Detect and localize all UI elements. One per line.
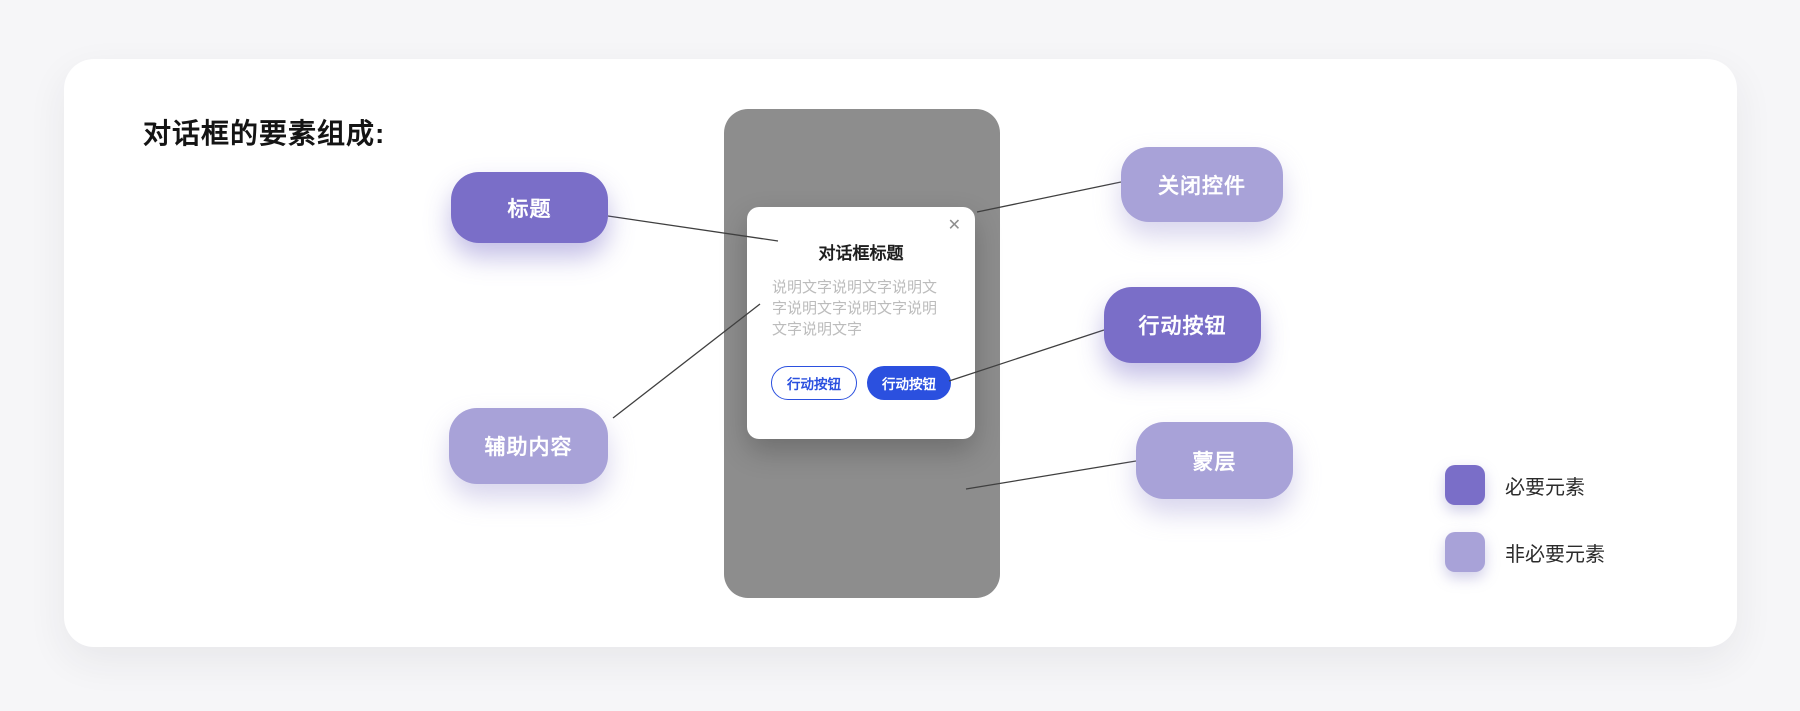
callout-title-label: 标题: [507, 197, 552, 221]
dialog-button-row: 行动按钮 行动按钮: [747, 366, 975, 400]
dialog-description: 说明文字说明文字说明文字说明文字说明文字说明文字说明文字: [772, 279, 938, 338]
legend-required-label: 必要元素: [1505, 476, 1585, 499]
callout-action-button: 行动按钮: [1104, 287, 1261, 363]
close-icon[interactable]: ✕: [947, 217, 961, 234]
required-swatch: [1445, 465, 1485, 505]
optional-swatch: [1445, 532, 1485, 572]
dialog-secondary-button[interactable]: 行动按钮: [771, 366, 857, 400]
callout-close-control: 关闭控件: [1121, 147, 1283, 222]
callout-title: 标题: [451, 172, 608, 243]
dialog-title: 对话框标题: [818, 244, 904, 263]
legend-item-optional: 非必要元素: [1445, 532, 1605, 572]
legend-item-required: 必要元素: [1445, 465, 1605, 505]
phone-mask-layer: ✕ 对话框标题 说明文字说明文字说明文字说明文字说明文字说明文字说明文字 行动按…: [724, 109, 1000, 598]
callout-close-label: 关闭控件: [1158, 174, 1246, 198]
callout-auxiliary-label: 辅助内容: [484, 436, 573, 459]
legend-optional-label: 非必要元素: [1505, 543, 1605, 566]
page-title: 对话框的要素组成:: [143, 118, 386, 149]
callout-mask-label: 蒙层: [1192, 450, 1237, 474]
dialog-primary-button[interactable]: 行动按钮: [867, 366, 951, 400]
callout-mask-layer: 蒙层: [1136, 422, 1293, 499]
dialog: ✕ 对话框标题 说明文字说明文字说明文字说明文字说明文字说明文字说明文字 行动按…: [747, 207, 975, 439]
callout-action-label: 行动按钮: [1138, 315, 1227, 338]
callout-auxiliary-content: 辅助内容: [449, 408, 608, 484]
legend: 必要元素 非必要元素: [1445, 465, 1605, 599]
